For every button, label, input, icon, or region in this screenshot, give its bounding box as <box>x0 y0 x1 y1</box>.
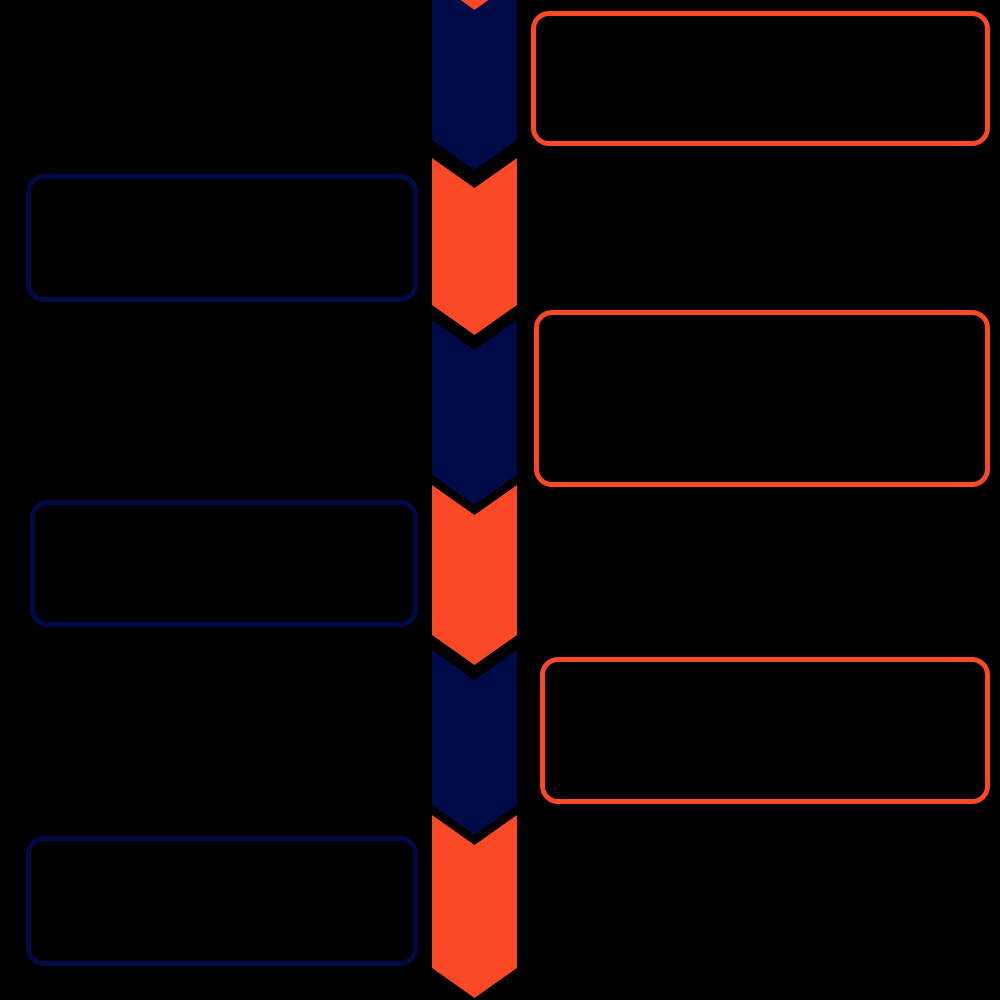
callout-box-left-1[interactable] <box>26 174 418 302</box>
callout-box-right-1[interactable] <box>531 11 990 146</box>
chevron-segment-navy-3[interactable] <box>432 320 517 505</box>
callout-box-left-2[interactable] <box>30 500 418 627</box>
callout-box-right-3[interactable] <box>540 657 990 804</box>
chevron-segment-orange-4[interactable] <box>432 485 517 665</box>
chevron-segment-navy-5[interactable] <box>432 650 517 835</box>
callout-box-right-2[interactable] <box>534 310 990 487</box>
chevron-segment-orange-0[interactable] <box>432 0 517 10</box>
chevron-segment-orange-2[interactable] <box>432 158 517 335</box>
chevron-segment-orange-6[interactable] <box>432 815 517 998</box>
chevron-segment-navy-1[interactable] <box>432 0 517 170</box>
callout-box-left-3[interactable] <box>26 836 418 966</box>
